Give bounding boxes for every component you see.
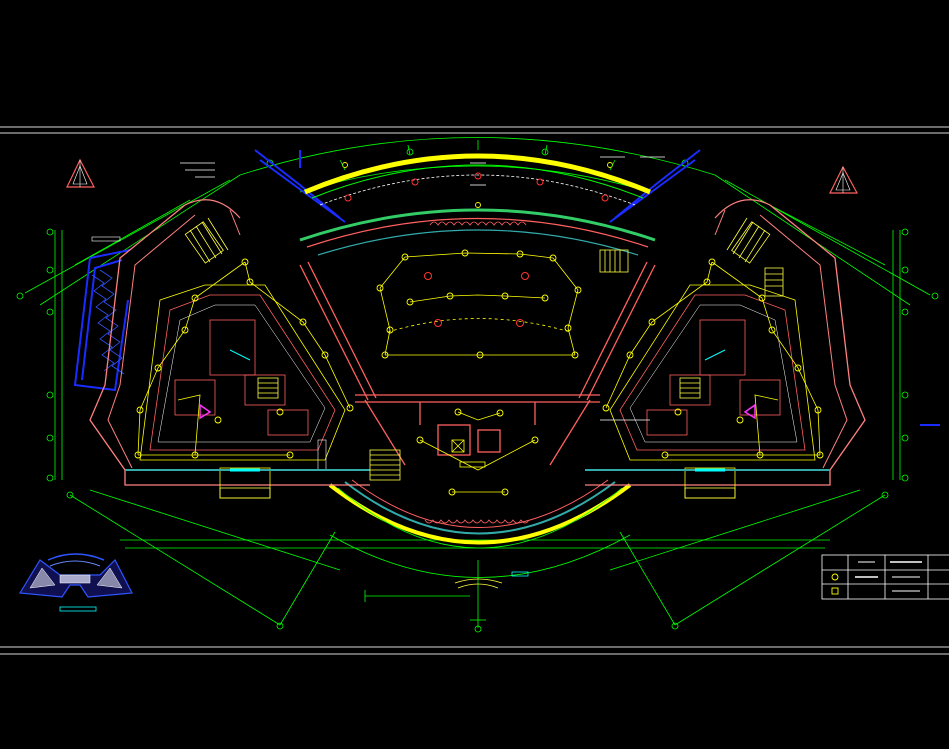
- building-key-plan-icon: [18, 553, 133, 598]
- legend-box-icon: [831, 587, 839, 595]
- auditorium-walls: [299, 261, 656, 466]
- seating-rows: [424, 221, 530, 524]
- red-fittings: [344, 172, 609, 327]
- north-arrow-left-icon: [66, 158, 95, 188]
- left-wing: [89, 199, 370, 499]
- upper-arc-ticks: [339, 140, 616, 171]
- frame-lines: [0, 126, 949, 655]
- interior-details: [59, 236, 940, 612]
- facade-curtain-wall: [73, 149, 701, 392]
- north-arrow-right-icon: [829, 165, 859, 194]
- auditorium-arcs: [299, 153, 656, 549]
- legend-light-icon: [831, 573, 839, 581]
- legend-symbols: [831, 561, 922, 595]
- grid-bubbles: [16, 148, 939, 633]
- light-fixtures: [134, 162, 824, 496]
- right-wing: [585, 199, 866, 499]
- legend-table: [821, 554, 949, 600]
- lighting-circuits: [137, 252, 821, 493]
- annotation-marks: [180, 156, 665, 186]
- stairs: [184, 217, 784, 589]
